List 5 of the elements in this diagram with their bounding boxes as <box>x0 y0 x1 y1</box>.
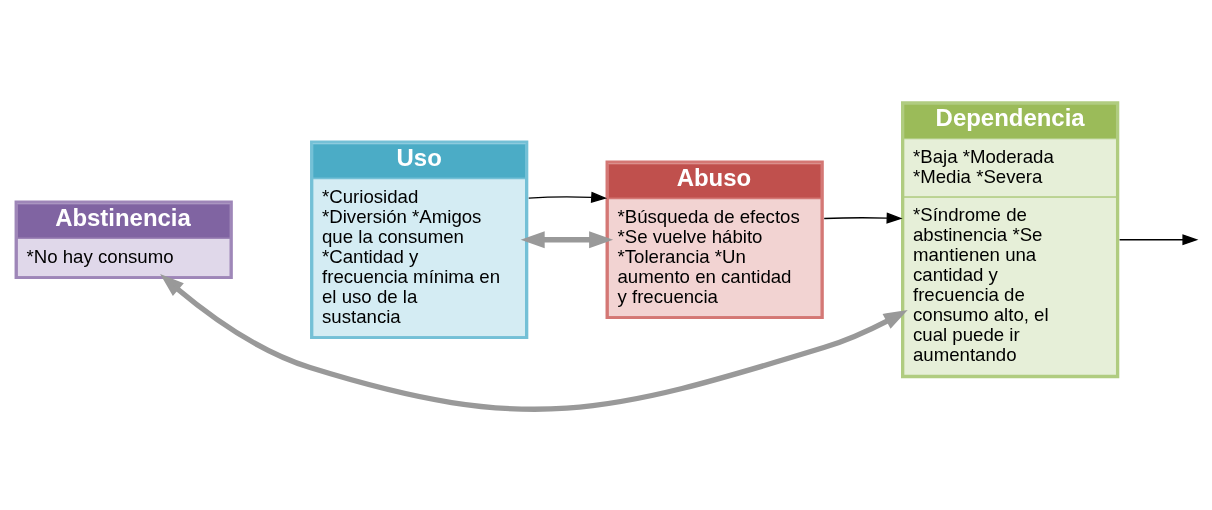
arrow <box>520 230 614 248</box>
arrow <box>528 191 608 203</box>
arrow <box>160 273 908 412</box>
arrow <box>823 211 903 224</box>
arrow <box>1118 233 1199 245</box>
